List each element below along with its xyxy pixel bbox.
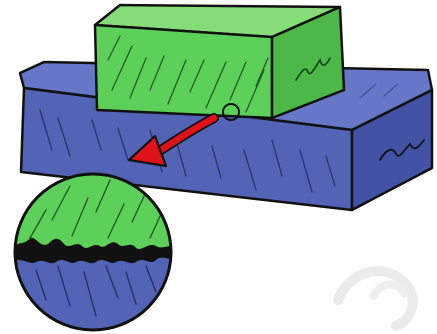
green-block-side-face <box>270 5 346 120</box>
contact-point-circle-icon <box>222 103 240 121</box>
watermark <box>333 266 418 331</box>
curved-arrow-icon <box>127 113 219 168</box>
rough-contact-interface <box>15 237 171 264</box>
green-block-front-face <box>93 23 274 120</box>
magnified-contact-view <box>13 172 173 332</box>
magnified-blue-surface <box>15 252 171 330</box>
green-sliding-block <box>93 3 346 120</box>
